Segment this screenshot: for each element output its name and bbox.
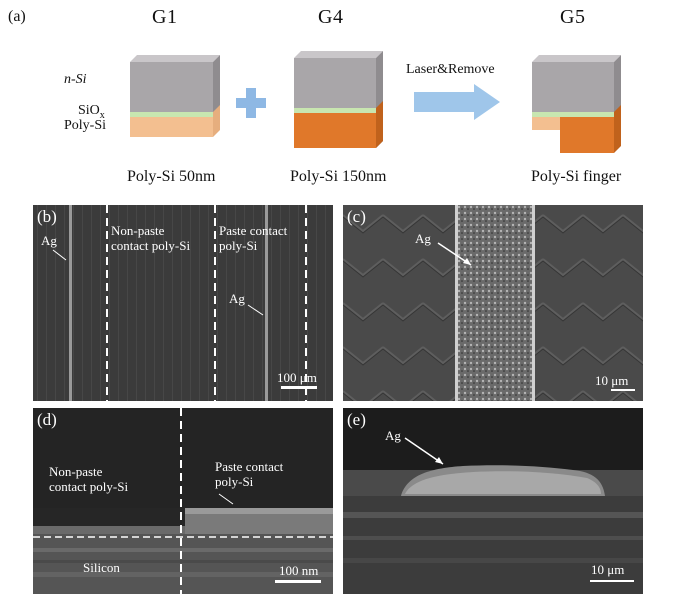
panel-d-scale-bar: 100 nm bbox=[279, 563, 319, 578]
panel-e-ag-label: Ag bbox=[385, 428, 401, 443]
sem-d-texture bbox=[33, 408, 333, 594]
panel-c-ag-label: Ag bbox=[415, 231, 431, 246]
caption-g1: Poly-Si 50nm bbox=[127, 168, 216, 185]
caption-g5: Poly-Si finger bbox=[531, 168, 622, 185]
layer-label-n-si: n-Si bbox=[64, 72, 87, 87]
g5-layer-stack bbox=[532, 55, 621, 153]
panel-b-ag-right: Ag bbox=[229, 291, 245, 306]
group-label-g5: G5 bbox=[560, 6, 586, 28]
plus-icon bbox=[236, 88, 266, 118]
panel-e-scale-bar: 10 μm bbox=[591, 562, 625, 577]
sem-e-texture bbox=[343, 408, 643, 594]
g4-layer-stack bbox=[294, 51, 383, 148]
panel-d-silicon-label: Silicon bbox=[83, 560, 120, 575]
g1-layer-stack bbox=[130, 55, 220, 137]
group-label-g4: G4 bbox=[318, 6, 344, 28]
panel-c-scale-bar: 10 μm bbox=[595, 373, 629, 388]
panel-c-letter: (c) bbox=[347, 207, 366, 226]
panel-d-non-paste-label: Non-paste contact poly-Si bbox=[49, 464, 129, 494]
layer-label-poly-si: Poly-Si bbox=[64, 118, 107, 133]
sem-c-texture bbox=[343, 205, 643, 401]
layer-label-siox: SiOx bbox=[78, 103, 105, 121]
panel-d-letter: (d) bbox=[37, 410, 57, 429]
group-label-g1: G1 bbox=[152, 6, 178, 28]
process-arrow-icon bbox=[414, 84, 500, 120]
sem-panel-e: (e) Ag 10 μm bbox=[343, 408, 643, 594]
sem-panel-d: (d) Non-paste contact poly-Si Paste cont… bbox=[33, 408, 333, 594]
panel-d-paste-label: Paste contact poly-Si bbox=[215, 459, 284, 489]
panel-b-letter: (b) bbox=[37, 207, 57, 226]
panel-e-letter: (e) bbox=[347, 410, 366, 429]
panel-b-paste-label: Paste contact poly-Si bbox=[219, 223, 288, 253]
sem-b-texture bbox=[33, 205, 333, 401]
panel-a-letter: (a) bbox=[8, 8, 26, 25]
panel-b-scale-bar: 100 μm bbox=[277, 370, 317, 385]
sem-panel-c: (c) Ag 10 μm bbox=[343, 205, 643, 401]
panel-b-non-paste-label: Non-paste contact poly-Si bbox=[111, 223, 191, 253]
sem-panel-b: (b) Ag Non-paste contact poly-Si Paste c… bbox=[33, 205, 333, 401]
panel-b-ag-left: Ag bbox=[41, 233, 57, 248]
laser-remove-label: Laser&Remove bbox=[406, 62, 495, 77]
caption-g4: Poly-Si 150nm bbox=[290, 168, 387, 185]
